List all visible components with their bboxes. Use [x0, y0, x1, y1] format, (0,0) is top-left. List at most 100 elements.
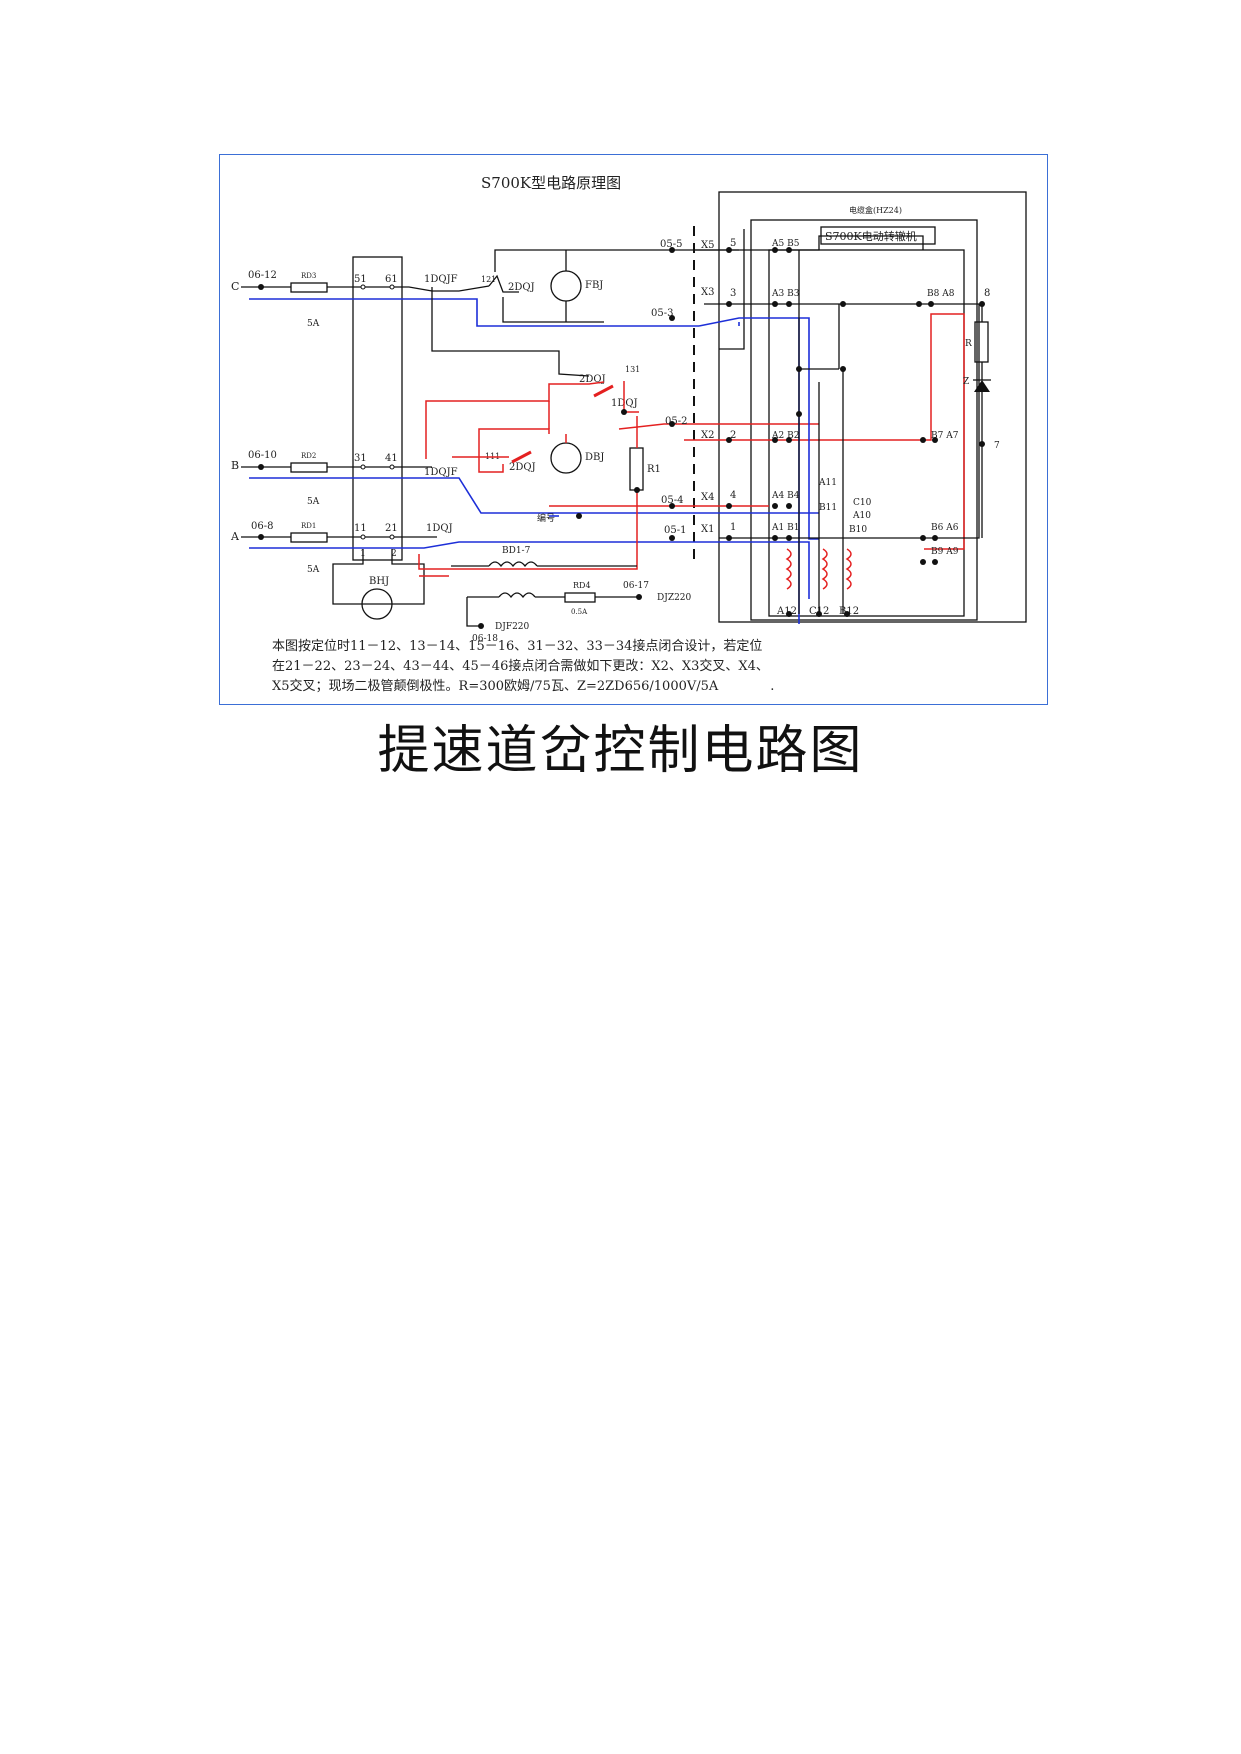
fbj-label: FBJ [585, 280, 603, 291]
djf-label: DJF220 [495, 622, 530, 632]
terminal-dots [258, 247, 985, 629]
b7a7-label: B7 A7 [931, 431, 959, 441]
bd-label: BD1-7 [502, 546, 531, 556]
terminal-05-3: 05-3 [651, 308, 673, 319]
terminal-2: 2 [730, 430, 736, 441]
c10-label: C10 [853, 498, 872, 508]
fuse-rd3 [290, 282, 328, 293]
terminal-06-17: 06-17 [623, 581, 649, 591]
a2b2-label: A2 B2 [771, 431, 799, 441]
dbj-label: DBJ [585, 452, 604, 463]
contact-bhj-2: 2 [391, 549, 397, 559]
fuse-rd4 [564, 592, 596, 603]
z-label: Z [963, 377, 969, 387]
terminal-05-4: 05-4 [661, 495, 683, 506]
terminal-05-5: 05-5 [660, 239, 682, 250]
a10-label: A10 [852, 511, 871, 521]
relay-2dqj-b: 2DQJ [509, 462, 536, 473]
switch-machine-box [750, 219, 978, 621]
fuse-rating-c: 5A [307, 319, 320, 329]
dbq-block [352, 256, 403, 561]
note-line-1: 本图按定位时11－12、13－14、15－16、31－32、33－34接点闭合设… [272, 638, 762, 654]
diagram-title: S700K型电路原理图 [481, 174, 621, 192]
contact-121: 121 [481, 275, 496, 284]
x2-label: X2 [701, 430, 714, 441]
phase-a-label: A [230, 530, 240, 543]
fuse-rating-a: 5A [307, 565, 320, 575]
wire-label: 编号 [537, 512, 555, 524]
rd4-rating: 0.5A [571, 608, 588, 616]
bhj-label: BHJ [369, 576, 389, 587]
fbj-relay [550, 270, 582, 302]
cable-box [718, 191, 1027, 623]
b8a8-label: B8 A8 [927, 289, 955, 299]
dbj-relay [550, 442, 582, 474]
terminal-1: 1 [730, 522, 736, 533]
b12-label: B12 [839, 606, 859, 617]
a1b1-label: A1 B1 [771, 523, 799, 533]
circuit-diagram: S700K型电路原理图 电缆盒(HZ24) S700K电动转辙机 C B A 0… [230, 174, 1027, 694]
relay-1dqj-a: 1DQJ [426, 523, 453, 534]
coil-mid [821, 548, 828, 590]
terminal-c-label: 06-12 [248, 270, 277, 281]
contact-11: 11 [354, 523, 367, 534]
contact-51: 51 [354, 274, 367, 285]
terminal-7: 7 [994, 441, 1000, 451]
fuse-rd2 [290, 462, 328, 473]
x5-label: X5 [701, 240, 714, 251]
terminal-8: 8 [984, 288, 990, 299]
fuse-rating-b: 5A [307, 497, 320, 507]
diode-z [974, 380, 990, 392]
terminal-05-1: 05-1 [664, 525, 686, 536]
contact-61: 61 [385, 274, 398, 285]
bd-coil [488, 561, 538, 568]
contact-41: 41 [385, 453, 398, 464]
djz-coil [498, 592, 536, 599]
b9a9-label: B9 A9 [931, 547, 959, 557]
note-line-2: 在21－22、23－24、43－44、45－46接点闭合需做如下更改：X2、X3… [272, 658, 769, 674]
terminal-b-label: 06-10 [248, 450, 277, 461]
terminal-3: 3 [730, 288, 736, 299]
phase-b-label: B [231, 459, 239, 472]
rd4-label: RD4 [573, 581, 591, 590]
b11-label: B11 [819, 503, 837, 513]
terminal-a-label: 06-8 [251, 521, 273, 532]
coil-left [785, 548, 792, 590]
a4b4-label: A4 B4 [771, 491, 800, 501]
r-label: R [965, 339, 972, 349]
contact-21: 21 [385, 523, 398, 534]
relay-1dqjf-c: 1DQJF [424, 274, 458, 285]
relay-1dqjf-b: 1DQJF [424, 467, 458, 478]
resistor-r1 [629, 447, 644, 491]
terminal-4: 4 [730, 490, 736, 501]
relay-2dqj-top: 2DQJ [508, 282, 535, 293]
note-line-3: X5交叉；现场二极管颠倒极性。R=300欧姆/75瓦、Z=2ZD656/1000… [272, 678, 774, 694]
a11-label: A11 [818, 478, 837, 488]
terminal-06-18: 06-18 [472, 634, 498, 644]
x4-label: X4 [701, 492, 714, 503]
fuse-rd2-label: RD2 [301, 452, 316, 460]
figure-caption: 提速道岔控制电路图 [377, 721, 864, 781]
terminal-5: 5 [730, 238, 736, 249]
djz-label: DJZ220 [657, 593, 692, 603]
bhj-relay [361, 588, 393, 620]
fuse-rd1 [290, 532, 328, 543]
a3b3-label: A3 B3 [771, 289, 800, 299]
phase-c-label: C [231, 280, 239, 293]
x3-label: X3 [701, 287, 714, 298]
coil-right [845, 548, 852, 590]
terminal-05-2: 05-2 [665, 416, 687, 427]
b10-label: B10 [849, 525, 867, 535]
fuse-rd1-label: RD1 [301, 522, 316, 530]
cable-box-label: 电缆盒(HZ24) [849, 205, 902, 215]
r1-label: R1 [647, 464, 661, 475]
relay-2dqj-mid: 2DQJ [579, 374, 606, 385]
a12-label: A12 [776, 606, 797, 617]
x1-label: X1 [701, 524, 714, 535]
contact-31: 31 [354, 453, 367, 464]
fuse-rd3-label: RD3 [301, 272, 316, 280]
diagram-frame [219, 154, 1048, 705]
a5b5-label: A5 B5 [771, 239, 800, 249]
b6a6-label: B6 A6 [931, 523, 959, 533]
contact-131: 131 [625, 365, 640, 374]
